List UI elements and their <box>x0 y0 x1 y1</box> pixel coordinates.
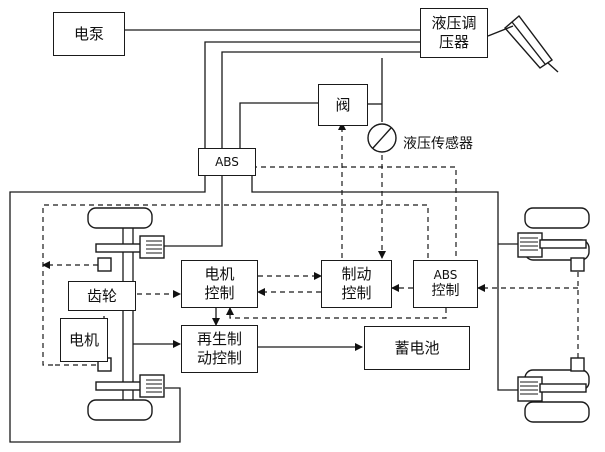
regulator-label-1: 液压调 <box>431 14 477 33</box>
electric-pump-label: 电泵 <box>73 24 104 43</box>
abs-frame-right <box>251 175 520 391</box>
brake-control-label-1: 制动 <box>341 265 372 284</box>
battery-label: 蓄电池 <box>394 338 440 357</box>
motor-box: 电机 <box>60 318 108 362</box>
valve-label: 阀 <box>335 95 351 114</box>
brake-control-box: 制动 控制 <box>321 260 392 308</box>
rear-right-tire-lower <box>524 401 590 423</box>
rear-left-caliper <box>139 374 165 398</box>
abs-control-box: ABS 控制 <box>413 260 478 308</box>
front-left-caliper <box>139 235 165 259</box>
regulator-label-2: 压器 <box>438 33 469 51</box>
motor-control-box: 电机 控制 <box>181 260 258 308</box>
regen-control-label-1: 再生制 <box>196 330 242 349</box>
rear-left-hub <box>95 381 145 391</box>
right-wheel-sensor-front <box>570 257 585 272</box>
abs-front-brake-line <box>163 175 223 247</box>
hydraulic-line-valve <box>239 102 318 150</box>
motor-control-label-1: 电机 <box>204 265 235 284</box>
gear-label: 齿轮 <box>86 286 117 305</box>
rear-left-tire <box>87 399 153 421</box>
brake-control-label-2: 控制 <box>341 284 372 302</box>
front-right-tire <box>524 207 590 229</box>
hydraulic-line-inner <box>221 51 420 150</box>
pressure-sensor-label: 液压传感器 <box>403 136 473 152</box>
abs-control-label-2: 控制 <box>431 282 460 299</box>
rear-right-hub <box>539 383 587 393</box>
valve-box: 阀 <box>318 84 368 126</box>
regen-control-box: 再生制 动控制 <box>181 325 258 373</box>
motor-control-label-2: 控制 <box>204 284 235 302</box>
abs-frame-left <box>9 175 206 443</box>
abs-unit-label: ABS <box>215 154 239 169</box>
front-left-hub <box>95 243 145 253</box>
motor-label: 电机 <box>68 330 99 349</box>
abs-unit-box: ABS <box>198 148 256 176</box>
rear-right-caliper <box>517 376 543 402</box>
gear-box: 齿轮 <box>68 281 136 311</box>
hydraulic-regulator-box: 液压调 压器 <box>420 8 488 58</box>
brake-pedal-icon <box>487 14 559 73</box>
hydraulic-line-outer <box>204 41 420 150</box>
absctrl-motorctrl-signal <box>226 307 447 319</box>
abs-absctrl-signal <box>252 166 457 258</box>
pressure-sensor-icon <box>367 123 397 153</box>
battery-box: 蓄电池 <box>364 326 470 370</box>
abs-control-label-1: ABS <box>433 267 458 282</box>
electric-pump-box: 电泵 <box>53 12 125 56</box>
front-right-caliper <box>517 232 543 258</box>
front-right-hub <box>539 239 587 249</box>
front-left-tire <box>87 207 153 229</box>
regen-control-label-2: 动控制 <box>196 349 242 367</box>
left-wheel-sensor-front <box>97 257 112 272</box>
right-wheel-sensor-rear <box>570 357 585 372</box>
